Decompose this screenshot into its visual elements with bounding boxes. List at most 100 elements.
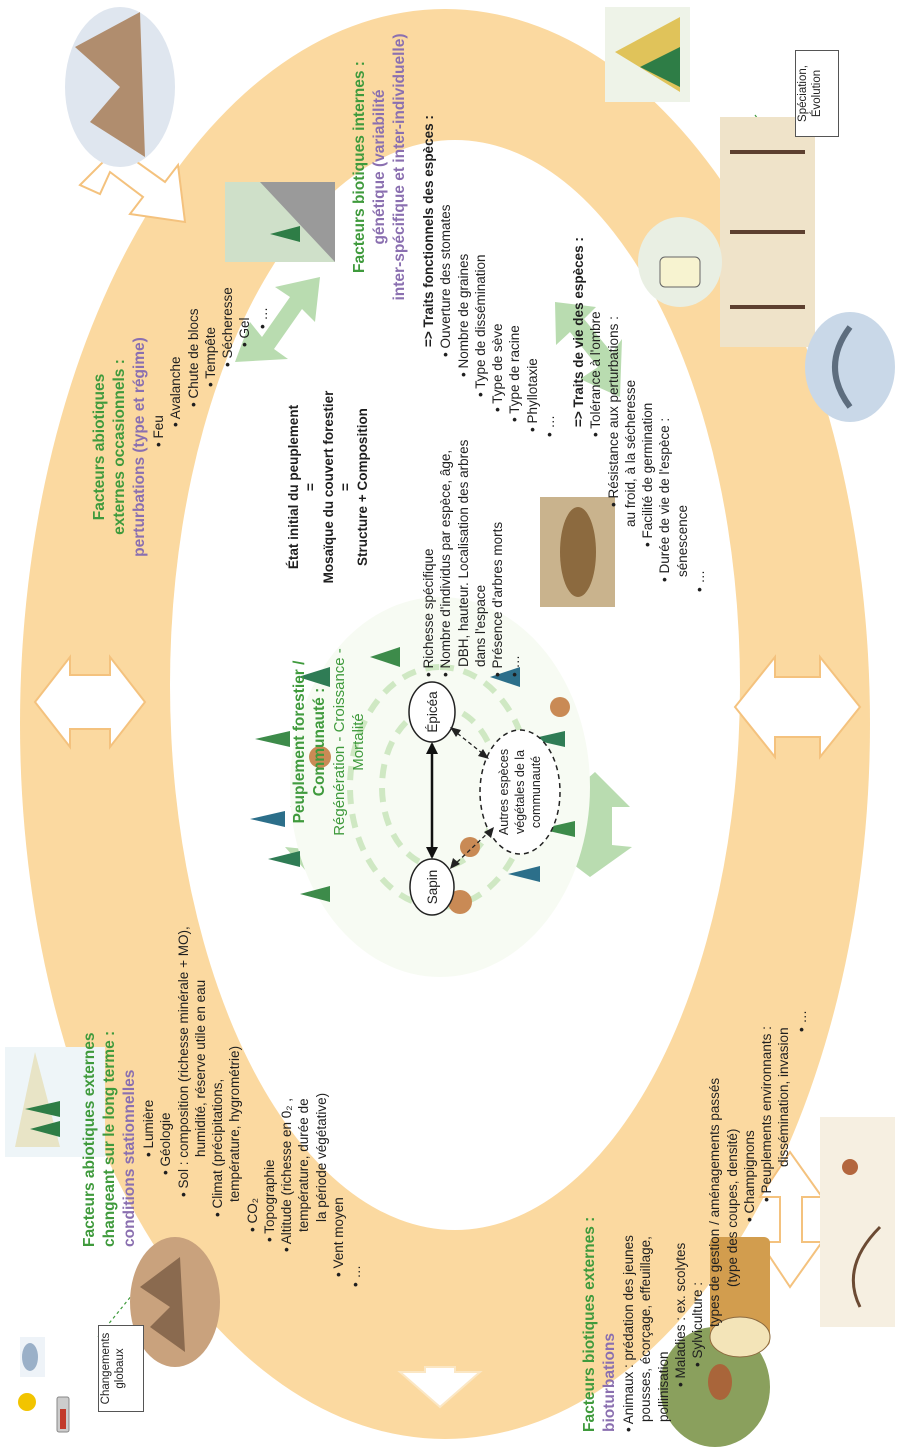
biotic-int-fonc-item: • Nombre de graines <box>455 253 471 377</box>
abiotic-occ-title-2: externes occasionnels : <box>110 359 128 535</box>
photo-log <box>709 1237 771 1358</box>
block-biotiques-externes: Facteurs biotiques externes : bioturbati… <box>580 1112 620 1432</box>
biotic-ext-subtitle: bioturbations <box>600 1332 618 1432</box>
biotic-ext-title: Facteurs biotiques externes : <box>581 1216 598 1432</box>
abiotic-long-item: • Géologie <box>158 1112 174 1175</box>
abiotic-long-item: • Lumière <box>141 1099 156 1157</box>
biotic-int-fonc-item: • Type de racine <box>507 325 523 422</box>
node-epicea: Épicéa <box>424 684 441 740</box>
biotic-int-vie-item: • Facilité de germination <box>640 402 656 547</box>
biotic-int-subtitle-2: inter-spécifique et inter-individuelle) <box>390 33 408 301</box>
abiotic-long-title-2: changeant sur le long terme : <box>100 1030 118 1247</box>
biotic-int-fonc-item: • Phyllotaxie <box>524 358 540 432</box>
abiotic-long-item: • Altitude (richesse en 0₂ , <box>279 1097 295 1252</box>
biotic-ext-item: • … <box>793 1010 809 1032</box>
abiotic-long-item: • Climat (précipitations, <box>210 1078 226 1217</box>
abiotic-occ-item: • Avalanche <box>168 356 184 427</box>
abiotic-long-item: humidité, réserve utile en eau <box>192 979 208 1157</box>
block-biotiques-internes: Facteurs biotiques internes : génétique … <box>350 7 409 327</box>
node-autres-line3: communauté <box>529 755 543 829</box>
photo-mountain-snow <box>65 7 175 167</box>
biotic-int-vie-item: sénescence <box>674 504 690 577</box>
abiotic-long-item: • Vent moyen <box>330 1197 346 1277</box>
center-trees <box>250 647 575 914</box>
center-title-2: Communauté : <box>310 687 328 797</box>
biotic-ext-item: • Champignons <box>741 1130 757 1222</box>
abiotic-occ-item: • Feu <box>151 415 166 447</box>
biotic-ext-item: • Peuplements environnants : <box>759 1026 775 1202</box>
abiotic-occ-item: • Gel <box>237 317 253 348</box>
biotic-ext-item: dissémination, invasion <box>776 1027 792 1167</box>
etat-eq1: = <box>303 483 319 491</box>
biotic-int-fonc-item: • … <box>541 415 557 437</box>
node-autres-shape <box>479 729 561 855</box>
abiotic-long-item: • CO₂ <box>244 1198 260 1232</box>
block-abiotiques-long-terme: Facteurs abiotiques externes changeant s… <box>80 787 139 1247</box>
green-arrow-top-right <box>235 277 320 362</box>
list-abiotiques-long-terme: • Lumière • Géologie • Sol : composition… <box>140 807 364 1287</box>
abiotic-long-item: • Sol : composition (richesse minérale +… <box>175 926 191 1197</box>
etat-line2: Mosaïque du couvert forestier <box>320 390 336 584</box>
abiotic-long-item: température, durée de <box>296 1098 312 1232</box>
center-halo <box>290 597 590 977</box>
note-changements-globaux: Changements globaux <box>98 1325 144 1412</box>
node-autres-line2: végétales de la <box>513 749 527 835</box>
abiotic-occ-item: • Chute de blocs <box>185 308 201 407</box>
double-arrow-bottom-left <box>758 1150 824 1289</box>
double-arrow-bottom <box>733 654 862 760</box>
center-title: Peuplement forestier / Communauté : Régé… <box>290 612 368 872</box>
photo-mountains <box>130 1237 220 1367</box>
biotic-int-vie-item: • Durée de vie de l'espèce : <box>657 417 673 582</box>
biotic-int-title: Facteurs biotiques internes : <box>351 61 368 273</box>
note-changements-line1: Changements <box>100 1332 112 1405</box>
abiotic-occ-item: • Tempête <box>202 326 218 387</box>
abiotic-long-subtitle: conditions stationnelles <box>120 1069 138 1247</box>
list-biotiques-internes-vie: => Traits de vie des espèces : • Toléran… <box>570 237 708 657</box>
note-speciation-line1: Spéciation, <box>797 65 809 122</box>
photo-root-trees <box>720 117 815 347</box>
list-abiotiques-occasionnels: • Feu • Avalanche • Chute de blocs • Tem… <box>150 257 271 447</box>
photo-deadwood <box>540 497 615 607</box>
abiotic-long-title-1: Facteurs abiotiques externes <box>81 1032 98 1248</box>
biotic-ext-item: pollinisation <box>655 1351 671 1422</box>
biotic-ext-item: • Animaux : prédation des jeunes <box>621 1235 636 1432</box>
biotic-int-traits-vie: => Traits de vie des espèces : <box>571 237 586 427</box>
biotic-int-fonc-item: • Type de dissémination <box>472 254 488 397</box>
note-speciation-line2: Évolution <box>811 69 824 118</box>
photo-yellow-tree <box>605 7 690 102</box>
photo-sun-trees <box>5 1047 105 1157</box>
biotic-int-vie-item: • Résistance aux perturbations : <box>605 316 621 507</box>
center-title-1: Peuplement forestier / <box>291 660 308 824</box>
biotic-ext-item: (type des coupes, densité) <box>724 1128 740 1287</box>
biotic-ext-item: types de gestion / aménagements passés <box>707 1077 723 1327</box>
etat-line1: État initial du peuplement <box>286 404 301 570</box>
abiotic-long-item: la période végétative) <box>313 1092 329 1222</box>
node-sapin-label: Sapin <box>425 869 440 905</box>
etat-line3: Structure + Composition <box>355 408 371 566</box>
node-sapin: Sapin <box>424 864 441 910</box>
note-changements-line2: globaux <box>114 1348 127 1389</box>
node-epicea-label: Épicéa <box>425 691 440 733</box>
biotic-int-vie-item: au froid, à la sécheresse <box>622 379 638 527</box>
icon-weather <box>15 1337 53 1427</box>
photo-hillside <box>225 182 335 262</box>
center-subtitle-1: Régénération - Croissance - <box>330 648 348 836</box>
block-etat-initial: État initial du peuplement = Mosaïque du… <box>285 357 371 617</box>
biotic-int-fonc-item: • Type de sève <box>490 323 506 412</box>
abiotic-long-item: température, hygrométrie) <box>227 1045 243 1202</box>
double-arrow-left <box>397 1366 483 1409</box>
abiotic-occ-subtitle: perturbations (type et régime) <box>130 337 148 557</box>
double-arrow-top-left <box>33 654 147 750</box>
node-autres: Autres espèces végétales de la communaut… <box>496 735 544 849</box>
block-abiotiques-occasionnels: Facteurs abiotiques externes occasionnel… <box>90 297 149 597</box>
green-arrow-bottom-right <box>555 302 622 397</box>
note-speciation: Spéciation, Évolution <box>795 50 839 137</box>
list-biotiques-internes-fonctionnels: => Traits fonctionnels des espèces : • O… <box>420 107 558 437</box>
biotic-int-subtitle-1: génétique (variabilité <box>370 89 388 245</box>
biotic-int-fonc-item: • Ouverture des stomates <box>438 204 454 357</box>
abiotic-occ-item: • Sécheresse <box>220 287 236 367</box>
photo-cell-diagram <box>638 217 722 307</box>
